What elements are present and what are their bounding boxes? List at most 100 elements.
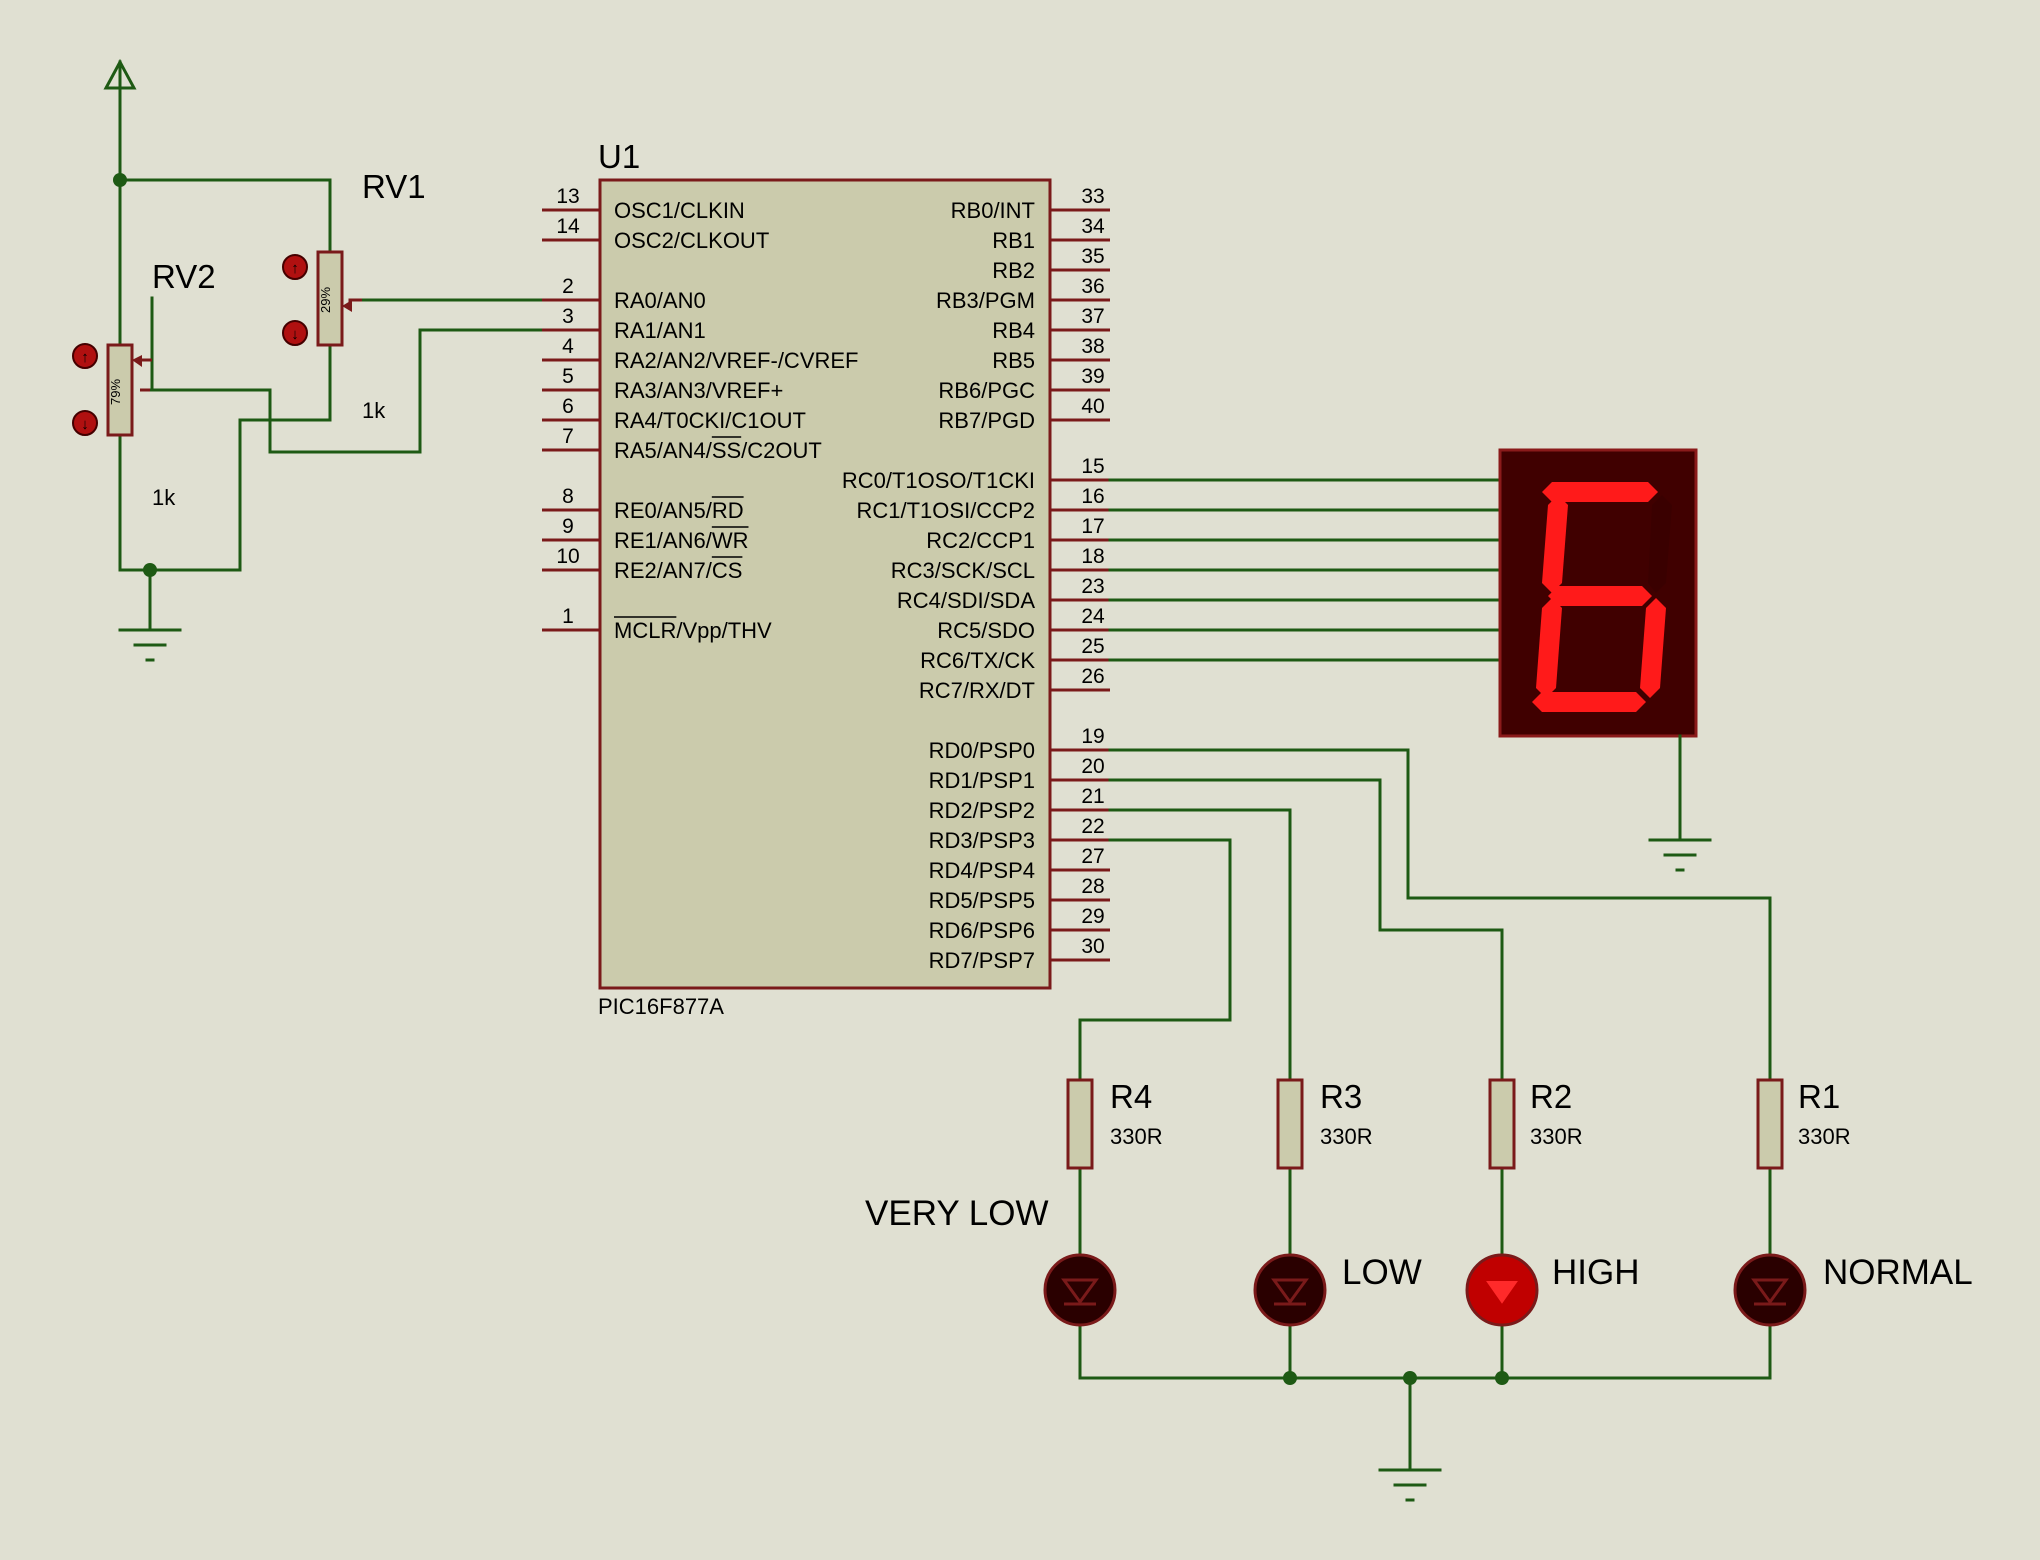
resistor-ref-label: R1: [1798, 1078, 1840, 1115]
resistor-ref-label: R3: [1320, 1078, 1362, 1115]
pot-ref-label: RV1: [362, 168, 426, 205]
resistor-r4[interactable]: [1066, 1078, 1094, 1170]
pin-number: 34: [1081, 215, 1105, 238]
pin-name: RD3/PSP3: [929, 828, 1035, 853]
pin-number: 3: [562, 305, 574, 328]
resistor-r1[interactable]: [1756, 1078, 1784, 1170]
chip-part-label: PIC16F877A: [598, 994, 724, 1019]
segment-e: [1536, 598, 1562, 698]
led-high[interactable]: [1465, 1253, 1539, 1327]
pin-number: 29: [1081, 905, 1104, 928]
pin-name: RC4/SDI/SDA: [897, 588, 1035, 613]
pin-number: 1: [562, 605, 574, 628]
pin-number: 2: [562, 275, 574, 298]
resistor-value-label: 330R: [1110, 1124, 1163, 1149]
pin-number: 38: [1081, 335, 1104, 358]
pin-name: RE2/AN7/CS: [614, 558, 742, 583]
pin-name: RD4/PSP4: [929, 858, 1035, 883]
resistor-r3[interactable]: [1276, 1078, 1304, 1170]
increment-button[interactable]: ↑: [72, 343, 98, 369]
power-terminal: [103, 58, 137, 137]
junction-dot: [143, 563, 157, 577]
led-low[interactable]: [1253, 1253, 1327, 1327]
pin-number: 24: [1081, 605, 1105, 628]
pin-number: 13: [556, 185, 579, 208]
led-normal[interactable]: [1733, 1253, 1807, 1327]
arrow-up-icon: ↑: [81, 349, 89, 366]
pin-name: RD6/PSP6: [929, 918, 1035, 943]
pin-number: 5: [562, 365, 574, 388]
pin-name: RC0/T1OSO/T1CKI: [842, 468, 1035, 493]
pin-number: 30: [1081, 935, 1104, 958]
left-pin-group: 13OSC1/CLKIN14OSC2/CLKOUT2RA0/AN03RA1/AN…: [542, 185, 859, 643]
microcontroller-u1[interactable]: U1 PIC16F877A 13OSC1/CLKIN14OSC2/CLKOUT2…: [542, 138, 1110, 1019]
resistor-value-label: 330R: [1320, 1124, 1373, 1149]
potentiometer-rv1[interactable]: 29% ↑ ↓: [282, 250, 362, 347]
segment-c: [1640, 598, 1666, 698]
pin-name: RA0/AN0: [614, 288, 706, 313]
pin-name: RE0/AN5/RD: [614, 498, 744, 523]
potentiometer-rv2[interactable]: 79% ↑ ↓: [72, 343, 152, 437]
decrement-button[interactable]: ↓: [282, 320, 308, 346]
pot-percent: 29%: [318, 287, 333, 313]
pin-name: RB3/PGM: [936, 288, 1035, 313]
led-ground: [1378, 1468, 1442, 1502]
pin-name: RA2/AN2/VREF-/CVREF: [614, 348, 859, 373]
pin-number: 25: [1081, 635, 1104, 658]
pin-name: RB2: [992, 258, 1035, 283]
pin-name: RD2/PSP2: [929, 798, 1035, 823]
resistor-r2[interactable]: [1488, 1078, 1516, 1170]
port-d-wiring: [1078, 748, 1772, 1472]
led-very-low[interactable]: [1043, 1253, 1117, 1327]
increment-button[interactable]: ↑: [282, 254, 308, 280]
pin-name: OSC1/CLKIN: [614, 198, 745, 223]
resistor-value-label: 330R: [1530, 1124, 1583, 1149]
pin-number: 17: [1081, 515, 1104, 538]
pin-name: RA3/AN3/VREF+: [614, 378, 783, 403]
pin-number: 36: [1081, 275, 1104, 298]
led-label: LOW: [1342, 1253, 1422, 1292]
seven-segment-display: 6: [1498, 448, 1698, 738]
pin-name: OSC2/CLKOUT: [614, 228, 769, 253]
decrement-button[interactable]: ↓: [72, 410, 98, 436]
pin-number: 37: [1081, 305, 1104, 328]
pin-number: 8: [562, 485, 574, 508]
